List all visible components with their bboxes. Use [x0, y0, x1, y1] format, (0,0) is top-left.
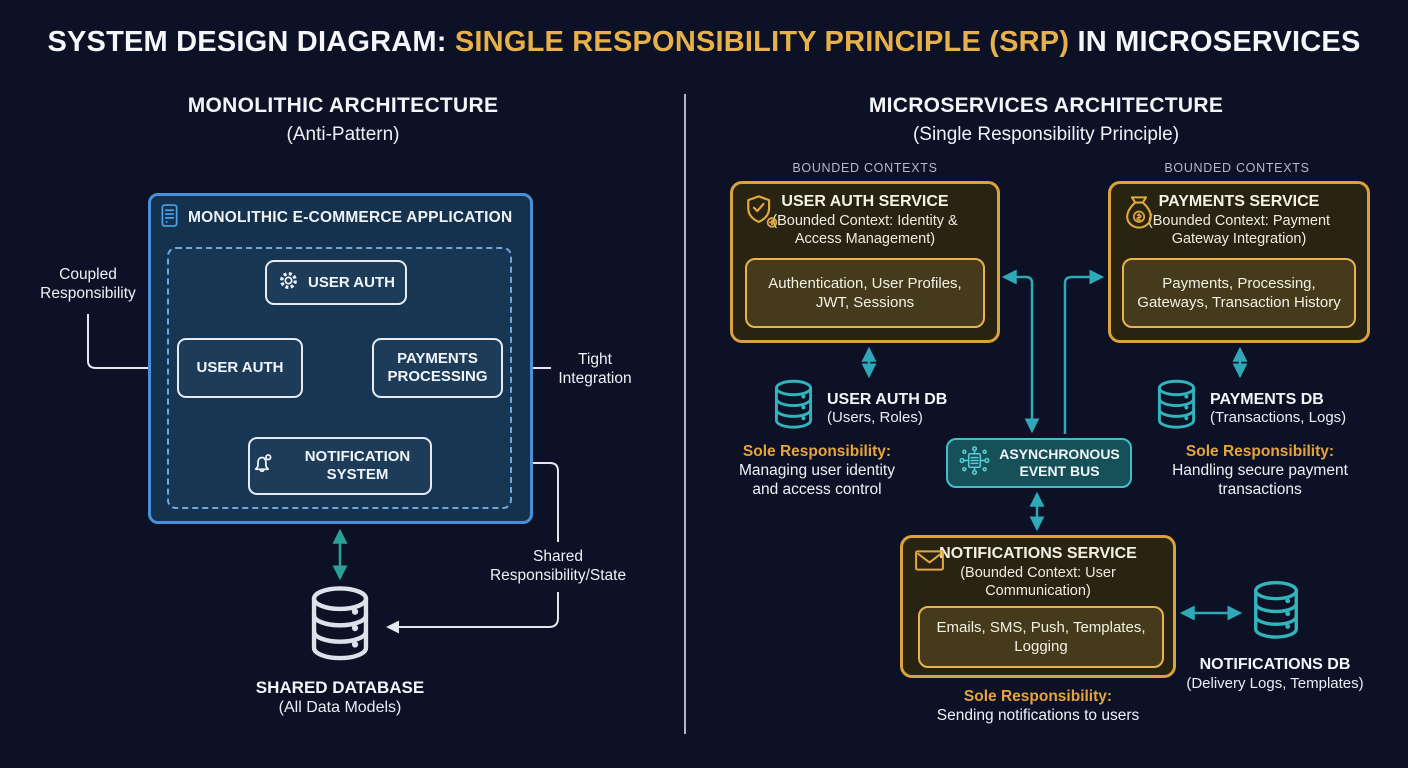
coupled-responsibility-label: Coupled Responsibility — [40, 266, 136, 302]
notifications-db-icon — [1248, 580, 1304, 649]
notifications-service-name: NOTIFICATIONS SERVICE — [939, 545, 1137, 562]
notifications-service-box: NOTIFICATIONS SERVICE (Bounded Context: … — [900, 535, 1176, 678]
user-auth-service-scope: Authentication, User Profiles, JWT, Sess… — [745, 258, 985, 328]
user-auth-db-name: USER AUTH DB — [827, 390, 948, 408]
payments-service-name: PAYMENTS SERVICE — [1158, 193, 1320, 210]
responsibility-label: Sole Responsibility: — [1185, 443, 1335, 460]
user-auth-service-context: (Bounded Context: Identity & Access Mana… — [772, 213, 958, 248]
payments-responsibility: Sole Responsibility: Handling secure pay… — [1170, 443, 1350, 500]
event-bus-icon — [958, 445, 991, 481]
payments-service-context: (Bounded Context: Payment Gateway Integr… — [1147, 213, 1331, 248]
notifications-responsibility: Sole Responsibility: Sending notificatio… — [907, 688, 1169, 726]
responsibility-text: Managing user identity and access contro… — [739, 461, 895, 498]
gear-icon — [277, 269, 300, 297]
module-label: USER AUTH — [308, 273, 395, 291]
monolith-heading: MONOLITHIC ARCHITECTURE — [187, 94, 499, 117]
title-prefix: SYSTEM DESIGN DIAGRAM: — [47, 26, 455, 58]
payments-service-scope: Payments, Processing, Gateways, Transact… — [1122, 258, 1356, 328]
monolith-app-title: MONOLITHIC E-COMMERCE APPLICATION — [188, 209, 513, 226]
shared-database-name: SHARED DATABASE — [255, 678, 425, 697]
money-bag-icon — [1122, 193, 1156, 236]
event-bus-box: ASYNCHRONOUS EVENT BUS — [946, 438, 1132, 488]
page-title: SYSTEM DESIGN DIAGRAM: SINGLE RESPONSIBI… — [0, 26, 1408, 59]
panel-divider — [684, 94, 686, 734]
database-icon — [770, 379, 817, 438]
bounded-contexts-label-left: BOUNDED CONTEXTS — [792, 161, 938, 175]
module-user-auth-left: USER AUTH — [177, 338, 303, 398]
bounded-contexts-label-right: BOUNDED CONTEXTS — [1164, 161, 1310, 175]
notifications-db-detail: (Delivery Logs, Templates) — [1186, 675, 1364, 692]
responsibility-label: Sole Responsibility: — [742, 443, 892, 460]
responsibility-label: Sole Responsibility: — [963, 688, 1113, 705]
user-auth-responsibility: Sole Responsibility: Managing user ident… — [727, 443, 907, 500]
module-label: PAYMENTS PROCESSING — [387, 350, 488, 385]
module-label: NOTIFICATION SYSTEM — [304, 448, 411, 483]
bell-icon — [250, 450, 277, 482]
module-notification-system: NOTIFICATION SYSTEM — [248, 437, 432, 495]
shared-responsibility-label: Shared Responsibility/State — [489, 548, 627, 584]
responsibility-text: Handling secure payment transactions — [1172, 461, 1348, 498]
shield-icon — [744, 193, 780, 236]
monolith-app-header: MONOLITHIC E-COMMERCE APPLICATION — [160, 203, 512, 233]
user-auth-db-detail: (Users, Roles) — [827, 408, 923, 426]
notifications-service-context: (Bounded Context: User Communication) — [960, 565, 1116, 600]
user-auth-service-box: USER AUTH SERVICE (Bounded Context: Iden… — [730, 181, 1000, 343]
module-user-auth-top: USER AUTH — [265, 260, 407, 305]
microservices-subheading: (Single Responsibility Principle) — [912, 124, 1180, 145]
payments-db-detail: (Transactions, Logs) — [1210, 408, 1347, 426]
shared-database-icon — [303, 585, 377, 672]
payments-service-box: PAYMENTS SERVICE (Bounded Context: Payme… — [1108, 181, 1370, 343]
microservices-heading: MICROSERVICES ARCHITECTURE — [868, 94, 1224, 117]
title-highlight: SINGLE RESPONSIBILITY PRINCIPLE (SRP) — [454, 26, 1070, 58]
database-icon — [1153, 379, 1200, 438]
module-label: USER AUTH — [196, 359, 284, 377]
tight-integration-label: Tight Integration — [558, 351, 632, 387]
event-bus-label: ASYNCHRONOUS EVENT BUS — [999, 446, 1120, 479]
user-auth-db: USER AUTH DB (Users, Roles) — [770, 379, 947, 438]
notifications-db-name: NOTIFICATIONS DB — [1199, 656, 1351, 673]
responsibility-text: Sending notifications to users — [936, 706, 1140, 724]
monolith-subheading: (Anti-Pattern) — [286, 124, 400, 145]
server-icon — [160, 203, 179, 233]
user-auth-service-name: USER AUTH SERVICE — [781, 193, 949, 210]
payments-db: PAYMENTS DB (Transactions, Logs) — [1153, 379, 1346, 438]
module-payments-processing: PAYMENTS PROCESSING — [372, 338, 503, 398]
payments-db-name: PAYMENTS DB — [1210, 390, 1324, 408]
title-suffix: IN MICROSERVICES — [1069, 26, 1361, 58]
notifications-service-scope: Emails, SMS, Push, Templates, Logging — [918, 606, 1164, 668]
envelope-icon — [914, 549, 945, 577]
shared-database-detail: (All Data Models) — [278, 699, 402, 716]
